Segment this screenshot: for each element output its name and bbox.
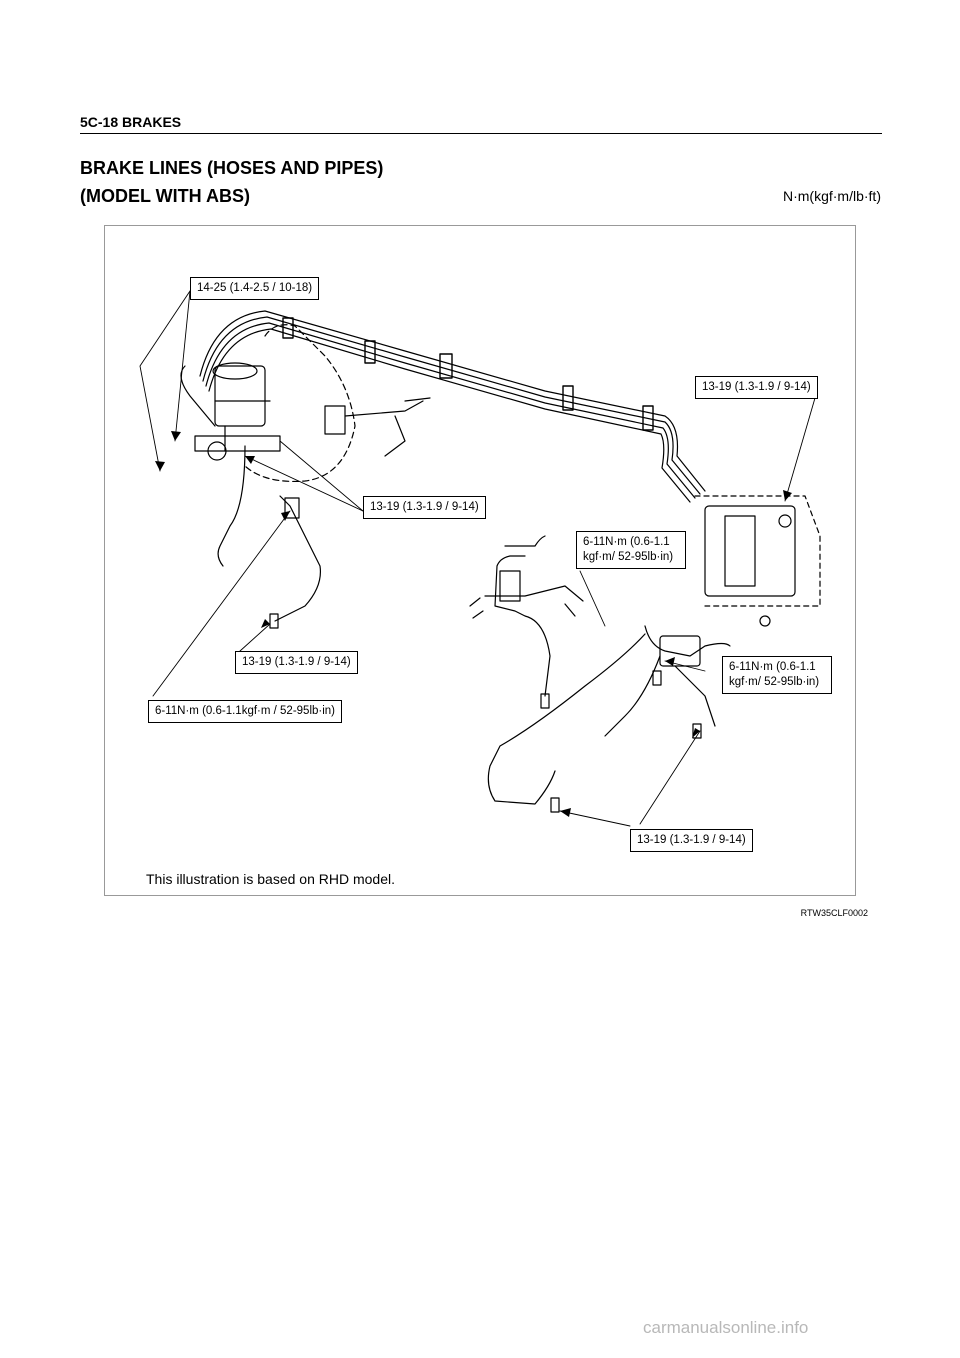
- header-rule: [80, 133, 882, 134]
- figure-code: RTW35CLF0002: [800, 908, 868, 918]
- torque-callout: 13-19 (1.3-1.9 / 9-14): [630, 829, 753, 852]
- torque-callout: 6-11N·m (0.6-1.1 kgf·m/ 52-95lb·in): [722, 656, 832, 694]
- abs-hydraulic-unit: [694, 495, 821, 627]
- torque-callout: 13-19 (1.3-1.9 / 9-14): [695, 376, 818, 399]
- torque-callout: 6-11N·m (0.6-1.1kgf·m / 52-95lb·in): [148, 700, 343, 723]
- clutch-master-cylinder: [324, 397, 431, 457]
- page-title: BRAKE LINES (HOSES AND PIPES): [80, 158, 384, 178]
- page-subtitle: (MODEL WITH ABS): [80, 186, 250, 206]
- center-bracket-and-pipes: [469, 535, 584, 709]
- torque-callout: 13-19 (1.3-1.9 / 9-14): [363, 496, 486, 519]
- torque-callout: 14-25 (1.4-2.5 / 10-18): [190, 277, 320, 300]
- left-front-pipe: [217, 445, 322, 622]
- torque-callout: 6-11N·m (0.6-1.1 kgf·m/ 52-95lb·in): [576, 531, 686, 569]
- leader-lines: [139, 290, 816, 827]
- left-hose-bracket: [284, 497, 300, 519]
- watermark: carmanualsonline.info: [643, 1318, 809, 1337]
- brake-booster-outline: [244, 324, 356, 483]
- main-brake-pipes: [180, 310, 706, 503]
- brake-lines-drawing: [139, 290, 821, 827]
- illustration-note: This illustration is based on RHD model.: [146, 871, 395, 887]
- torque-callout: 13-19 (1.3-1.9 / 9-14): [235, 651, 358, 674]
- pipe-clips: [282, 317, 654, 431]
- left-flare-nut: [269, 613, 279, 629]
- arrowheads: [155, 431, 792, 817]
- page-header: 5C-18 BRAKES: [80, 114, 182, 130]
- torque-units: N·m(kgf·m/lb·ft): [783, 188, 881, 204]
- rear-brake-pipes: [487, 625, 731, 813]
- master-cylinder: [194, 362, 281, 461]
- brake-lines-illustration: 14-25 (1.4-2.5 / 10-18) 13-19 (1.3-1.9 /…: [104, 225, 856, 896]
